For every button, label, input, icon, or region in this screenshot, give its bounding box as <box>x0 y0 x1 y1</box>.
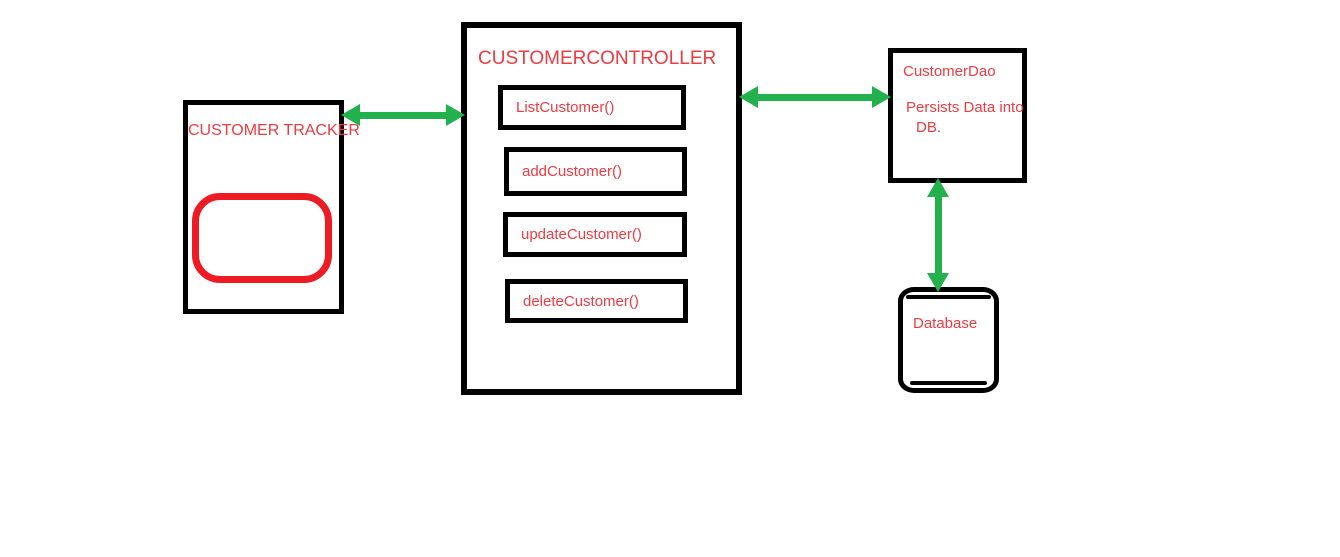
customer-tracker-box: CUSTOMER TRACKER <box>183 100 360 314</box>
arrow-dao-database <box>926 178 950 292</box>
method-box-update-customer: updateCustomer() <box>503 212 687 257</box>
method-box-delete-customer: deleteCustomer() <box>505 279 688 323</box>
method-box-list-customer: ListCustomer() <box>498 85 686 130</box>
customer-tracker-label: CUSTOMER TRACKER <box>188 122 360 139</box>
method-label-add-customer: addCustomer() <box>522 163 623 180</box>
customer-dao-description-line1: Persists Data into <box>906 99 1024 116</box>
database-cylinder: Database <box>898 287 999 393</box>
method-box-add-customer: addCustomer() <box>504 147 687 196</box>
arrow-tracker-controller <box>341 103 465 127</box>
method-label-delete-customer: deleteCustomer() <box>523 292 639 310</box>
customer-dao-description-line2: DB. <box>916 119 942 136</box>
database-label: Database <box>913 315 978 332</box>
arrow-shaft <box>753 93 877 101</box>
arrow-controller-dao <box>739 85 891 109</box>
arrow-shaft <box>934 192 942 278</box>
arrow-shaft <box>355 111 451 119</box>
customer-controller-box: CUSTOMERCONTROLLER ListCustomer() addCus… <box>461 22 742 395</box>
customer-controller-title: CUSTOMERCONTROLLER <box>478 48 717 69</box>
method-label-list-customer: ListCustomer() <box>516 99 615 116</box>
cylinder-bottom-line <box>910 381 987 385</box>
customer-dao-title: CustomerDao <box>903 63 996 80</box>
customer-dao-box: CustomerDao Persists Data into DB. <box>888 48 1027 183</box>
cylinder-top-line <box>906 295 991 299</box>
method-label-update-customer: updateCustomer() <box>521 226 642 243</box>
tracker-screen-shape <box>192 193 332 283</box>
